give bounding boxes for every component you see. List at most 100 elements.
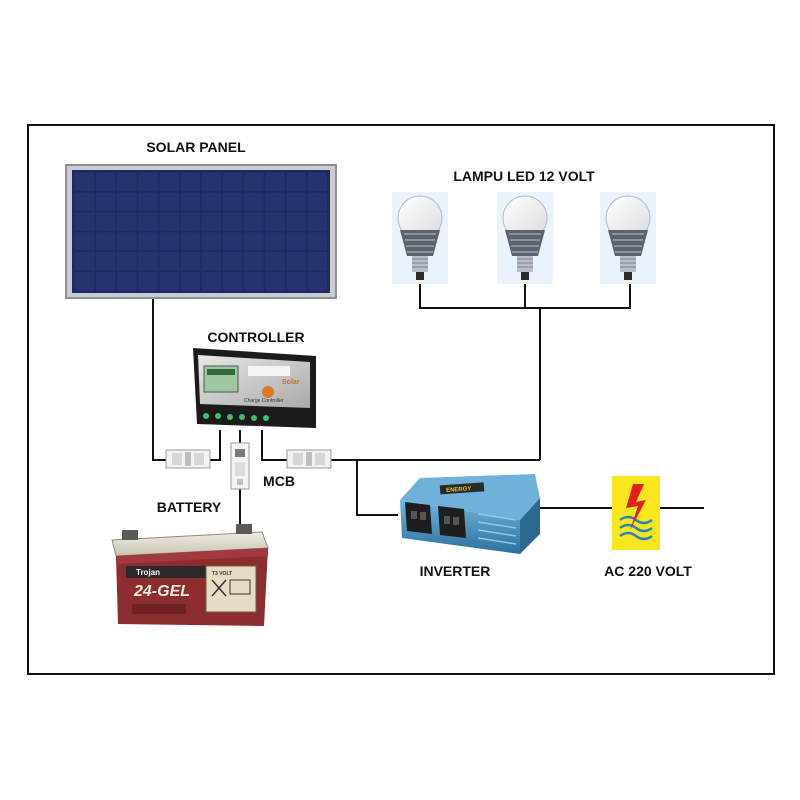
solar-cell [244,212,264,231]
solar-panel-icon [65,164,337,299]
solar-cell [286,212,307,231]
solar-cell [74,252,95,271]
solar-cell [96,252,116,271]
solar-cell [201,232,222,251]
solar-cell [159,172,180,191]
solar-cell [138,172,158,191]
solar-cell [223,252,243,271]
solar-cell [244,272,264,291]
solar-cell [74,232,95,251]
solar-cell [180,212,201,231]
battery-side-label: T3 VOLT [212,571,232,577]
wire-panel-to-breaker [152,298,168,461]
solar-cell [138,272,158,291]
wiring [152,282,704,530]
solar-cell [286,252,307,271]
solar-cell [265,172,285,191]
ac-label: AC 220 VOLT [604,563,692,579]
solar-cell [117,212,137,231]
solar-cell [307,192,328,211]
solar-cell [180,192,201,211]
solar-cell [265,272,285,291]
solar-cell [159,192,180,211]
solar-cell [117,172,137,191]
solar-cell [138,232,158,251]
solar-cell [201,192,222,211]
solar-cell [307,212,328,231]
solar-cell [201,212,222,231]
solar-cell [180,252,201,271]
solar-cell [180,232,201,251]
solar-cell [307,232,328,251]
solar-cell [74,172,95,191]
solar-cell [96,192,116,211]
pln-electricity-logo-icon [612,476,660,550]
solar-cell [138,192,158,211]
circuit-breaker-icon [165,449,211,469]
wire-breaker-to-controller [208,430,221,461]
solar-cell [286,272,307,291]
inverter-brand: ENERGY [446,486,472,494]
solar-cell [96,172,116,191]
solar-cell [159,232,180,251]
solar-cell [96,272,116,291]
solar-cell [138,212,158,231]
solar-cell [307,272,328,291]
solar-cell [265,212,285,231]
solar-cell [74,272,95,291]
controller-model: Charge Controller [244,398,284,404]
controller-label: CONTROLLER [207,329,304,345]
solar-cell [117,192,137,211]
solar-cell [265,252,285,271]
led-bulb-icon [497,192,553,284]
solar-cell [286,172,307,191]
solar-cell [74,192,95,211]
battery-brand: Trojan [136,568,160,577]
wire-controller-to-load-breaker [261,430,290,461]
solar-cell [265,192,285,211]
controller-brand: Solar [282,379,300,386]
wire-bus-to-inverter [356,460,398,516]
solar-cell [117,232,137,251]
solar-cell [223,172,243,191]
circuit-breaker-icon [286,449,332,469]
controller-terminals [203,413,269,421]
mcb-label: MCB [263,473,295,489]
solar-cell [159,272,180,291]
inverter-label: INVERTER [420,563,491,579]
solar-cell [223,272,243,291]
solar-cell [244,172,264,191]
battery-icon: Trojan 24-GEL T3 VOLT [111,524,269,626]
solar-cell [265,232,285,251]
solar-cell [307,252,328,271]
solar-cell [159,212,180,231]
solar-panel-label: SOLAR PANEL [146,139,246,155]
solar-cell [159,252,180,271]
solar-cell [117,272,137,291]
solar-cell [307,172,328,191]
solar-cell [244,252,264,271]
mcb-breaker-icon [230,442,250,490]
solar-cell [244,232,264,251]
solar-cell [244,192,264,211]
solar-cell [201,272,222,291]
solar-cell [117,252,137,271]
solar-cell [96,232,116,251]
inverter-icon: ENERGY [400,474,540,554]
solar-cell [180,172,201,191]
solar-cell [223,212,243,231]
solar-cell [138,252,158,271]
lamps-label: LAMPU LED 12 VOLT [453,168,595,184]
solar-cell [223,232,243,251]
battery-label: BATTERY [157,499,222,515]
solar-cell [201,252,222,271]
charge-controller-icon: Solar Charge Controller [193,348,316,428]
solar-cell [286,232,307,251]
led-bulb-icon [392,192,448,284]
battery-model: 24-GEL [133,583,190,600]
solar-cell [223,192,243,211]
led-bulb-icon [600,192,656,284]
solar-cell [286,192,307,211]
solar-cell [74,212,95,231]
